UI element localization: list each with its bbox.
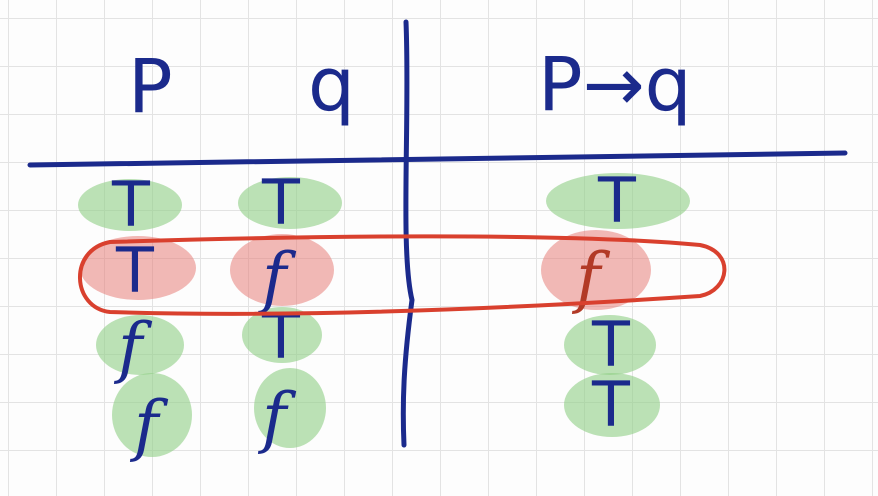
header-p: P (128, 44, 173, 130)
row-1-result: T (597, 164, 637, 237)
highlight-true-r1-q (238, 177, 342, 229)
highlight-false-r2-q (230, 234, 334, 306)
row-2-p: T (115, 234, 155, 307)
row-3-result: T (591, 308, 631, 381)
highlight-false-r2-result (541, 230, 651, 310)
highlight-false-r2-p (80, 236, 196, 300)
row-1: T T T (111, 164, 637, 241)
horizontal-rule (27, 150, 848, 168)
vertical-rule (400, 19, 415, 448)
row-4-result: T (591, 368, 631, 441)
highlight-true-r3-p (96, 315, 184, 375)
row-3-q: T (261, 300, 301, 373)
highlight-true-r1-result (546, 173, 690, 229)
header-row: P q P→q (128, 42, 692, 130)
highlight-true-r3-q (242, 307, 322, 363)
row-1-q: T (261, 166, 301, 239)
row-4: f f T (129, 368, 631, 464)
highlight-true-r3-result (564, 315, 656, 375)
highlight-true-r4-p (112, 373, 192, 457)
header-q: q (308, 42, 355, 128)
highlight-true-r1-p (78, 179, 182, 231)
highlight-true-r4-result (564, 373, 660, 437)
circled-row-outline (78, 234, 727, 316)
header-implication: P→q (538, 42, 692, 128)
highlight-layer (78, 173, 690, 457)
highlight-true-r4-q (254, 368, 326, 448)
row-1-p: T (111, 168, 151, 241)
